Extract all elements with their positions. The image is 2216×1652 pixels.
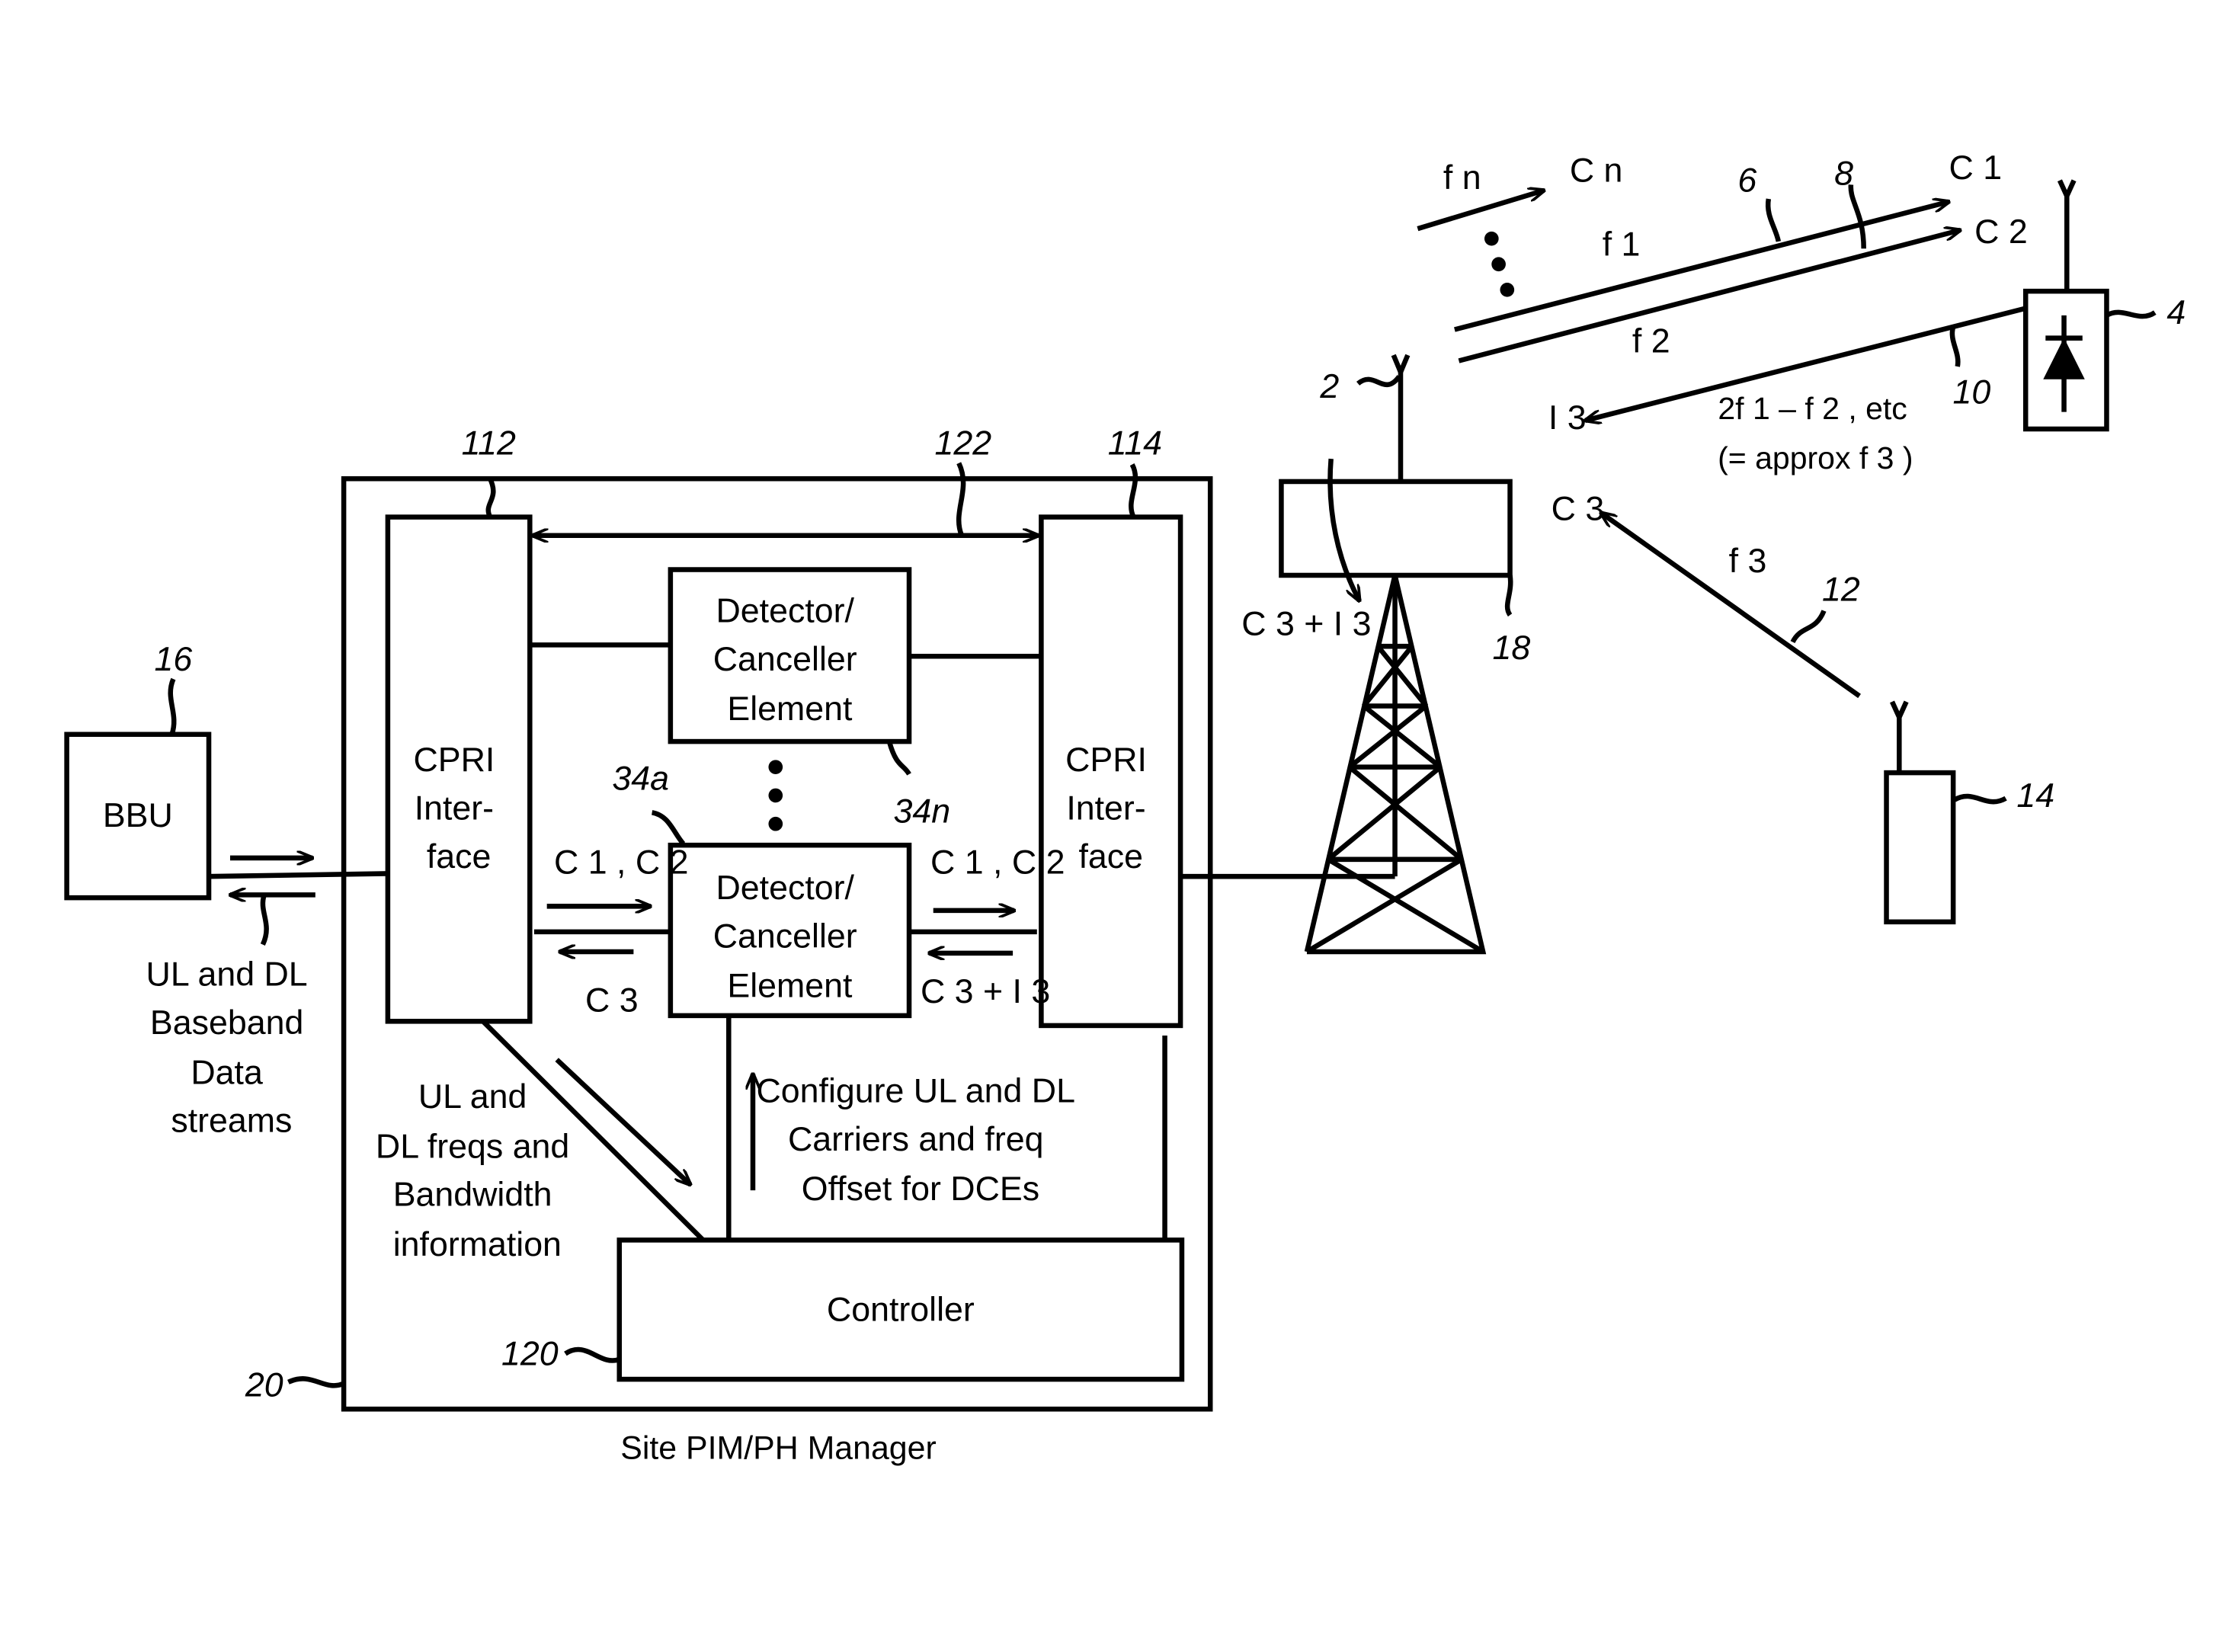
radio-head-box [1281,482,1510,575]
ref-112: 112 [462,425,516,463]
f2-carrier-arrow [1459,230,1960,360]
intermod-approx-label: (= approx f 3 ) [1718,440,1913,475]
c2-label: C 2 [1974,213,2028,251]
c1-label: C 1 [1949,149,2003,187]
fn-label: f n [1443,159,1481,197]
ref-114: 114 [1108,425,1162,463]
dce-top-label: Detector/ Canceller Element [713,593,866,728]
f3-label: f 3 [1729,543,1767,580]
cpri-left-label: CPRI Inter- face [413,741,504,876]
ref-20: 20 [245,1366,283,1404]
carrier-ellipsis-dot [1484,232,1499,246]
f3-carrier-arrow [1601,513,1859,696]
user-equipment-box [1887,773,1954,922]
ref-16: 16 [155,641,193,678]
ref-12: 12 [1822,571,1860,609]
carrier-ellipsis-dot [1491,257,1506,271]
cn-label: C n [1570,152,1623,190]
dce-ellipsis-dot [768,789,783,803]
bbu-cpri-link [209,873,388,876]
ref-6: 6 [1737,162,1756,200]
ref-2: 2 [1319,368,1339,405]
leader-baseband [263,895,267,944]
c3i3-tower-label: C 3 + I 3 [1241,605,1371,642]
carrier-ellipsis-dot [1500,283,1514,297]
ref-14: 14 [2016,777,2054,815]
cpri-right-label: CPRI Inter- face [1065,741,1156,876]
ref-120: 120 [501,1335,559,1372]
controller-label: Controller [827,1292,975,1329]
c3-label: C 3 [1552,490,1605,527]
c3-left-label: C 3 [585,981,639,1019]
ref-18: 18 [1493,629,1531,667]
baseband-label: UL and DL Baseband Data streams [146,956,318,1140]
dce-ellipsis-dot [768,760,783,774]
ref-4: 4 [2166,294,2186,331]
dce-bottom-label: Detector/ Canceller Element [713,869,866,1005]
antenna-icon [1394,355,1408,372]
ref-122: 122 [935,425,992,463]
c1c2-left-label: C 1 , C 2 [554,844,688,881]
antenna-icon [1892,702,1907,718]
c1c2-right-label: C 1 , C 2 [930,844,1065,881]
manager-caption: Site PIM/PH Manager [620,1429,936,1466]
intermod-eq-label: 2f 1 – f 2 , etc [1718,391,1907,426]
ref-34n: 34n [893,792,950,830]
f1-carrier-arrow [1455,202,1949,330]
configure-label: Configure UL and DL Carriers and freq Of… [756,1073,1084,1209]
ref-10: 10 [1952,373,1990,411]
f1-label: f 1 [1603,226,1641,264]
i3-label: I 3 [1548,399,1587,437]
ref-8: 8 [1834,155,1853,192]
dce-ellipsis-dot [768,817,783,831]
f2-label: f 2 [1632,322,1670,360]
antenna-icon [2060,181,2074,197]
bbu-label: BBU [103,797,173,834]
c3i3-right-label: C 3 + I 3 [921,973,1050,1010]
ref-34a: 34a [612,760,669,797]
